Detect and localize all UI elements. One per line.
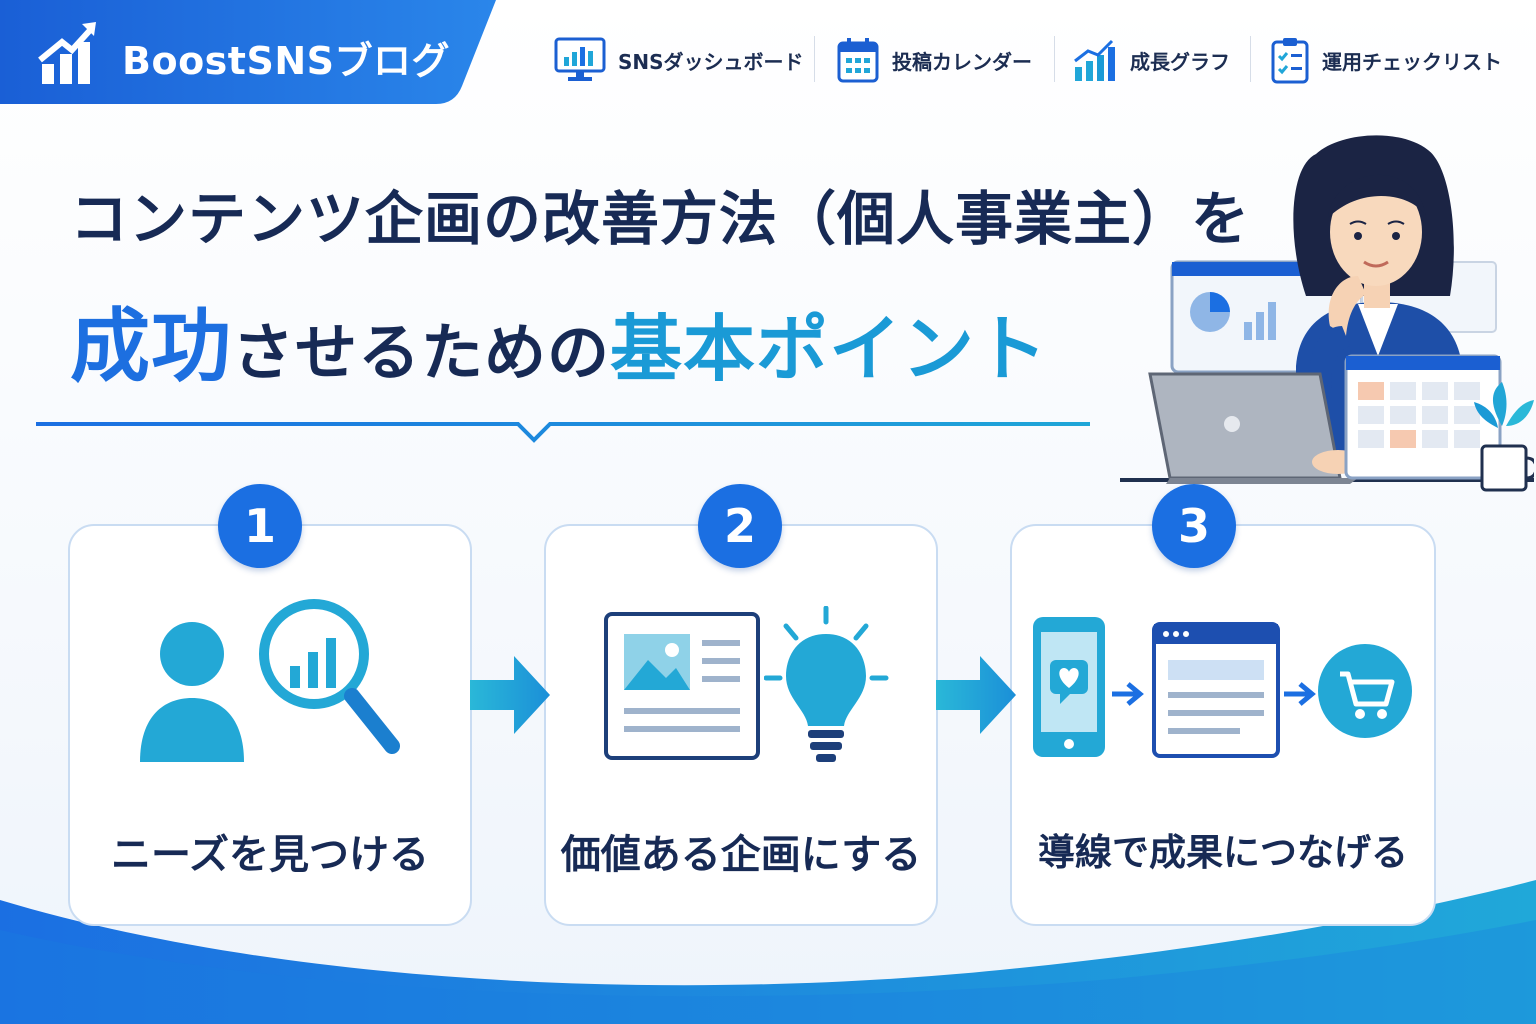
calendar-icon bbox=[837, 38, 879, 83]
article-image-icon bbox=[604, 612, 760, 760]
arrow-right-icon bbox=[936, 656, 1016, 734]
magnifier-chart-icon bbox=[259, 599, 400, 754]
lightbulb-icon bbox=[764, 606, 889, 762]
nav-label: 運用チェックリスト bbox=[1322, 49, 1502, 74]
person-icon bbox=[140, 622, 244, 762]
step-label: 導線で成果につなげる bbox=[1038, 831, 1408, 874]
brand-name[interactable]: BoostSNSブログ bbox=[122, 39, 450, 83]
arrow-right-small-icon bbox=[1284, 682, 1316, 706]
headline-underline bbox=[36, 422, 1090, 443]
nav-sns-dashboard[interactable]: SNSダッシュボード bbox=[554, 32, 804, 88]
bottom-wave bbox=[0, 880, 1536, 1024]
headline-basic-points: 基本ポイント bbox=[610, 307, 1049, 391]
arrow-right-small-icon bbox=[1112, 682, 1144, 706]
nav-divider bbox=[814, 36, 815, 82]
woman-at-desk-illustration bbox=[1120, 135, 1534, 492]
nav-label: 投稿カレンダー bbox=[892, 49, 1032, 74]
smartphone-heart-icon bbox=[1033, 617, 1105, 757]
step-number-badge: 2 bbox=[698, 484, 782, 568]
nav-post-calendar[interactable]: 投稿カレンダー bbox=[836, 32, 1032, 88]
nav-divider bbox=[1250, 36, 1251, 82]
headline-success: 成功 bbox=[70, 300, 232, 393]
cart-icon bbox=[1318, 644, 1412, 738]
checklist-icon bbox=[1271, 38, 1309, 84]
step-number-badge: 1 bbox=[218, 484, 302, 568]
nav-growth-graph[interactable]: 成長グラフ bbox=[1072, 32, 1230, 88]
arrow-right-icon bbox=[470, 656, 550, 734]
step-label: ニーズを見つける bbox=[111, 832, 429, 878]
dashboard-monitor-icon bbox=[554, 37, 606, 81]
webpage-icon bbox=[1152, 622, 1280, 758]
headline-line2: 成功させるための基本ポイント bbox=[70, 282, 1048, 398]
logo-chart-icon bbox=[38, 22, 96, 84]
nav-label: 成長グラフ bbox=[1130, 49, 1230, 74]
headline-line1: コンテンツ企画の改善方法（個人事業主）を bbox=[70, 185, 1251, 253]
nav-operation-checklist[interactable]: 運用チェックリスト bbox=[1270, 32, 1502, 88]
growth-chart-icon bbox=[1074, 39, 1115, 81]
step-label: 価値ある企画にする bbox=[560, 832, 922, 878]
nav-divider bbox=[1054, 36, 1055, 82]
logo-banner bbox=[0, 0, 496, 104]
headline-middle: させるための bbox=[232, 316, 611, 389]
nav-label: SNSダッシュボード bbox=[618, 49, 804, 74]
step-number-badge: 3 bbox=[1152, 484, 1236, 568]
step-card-1 bbox=[68, 524, 472, 926]
